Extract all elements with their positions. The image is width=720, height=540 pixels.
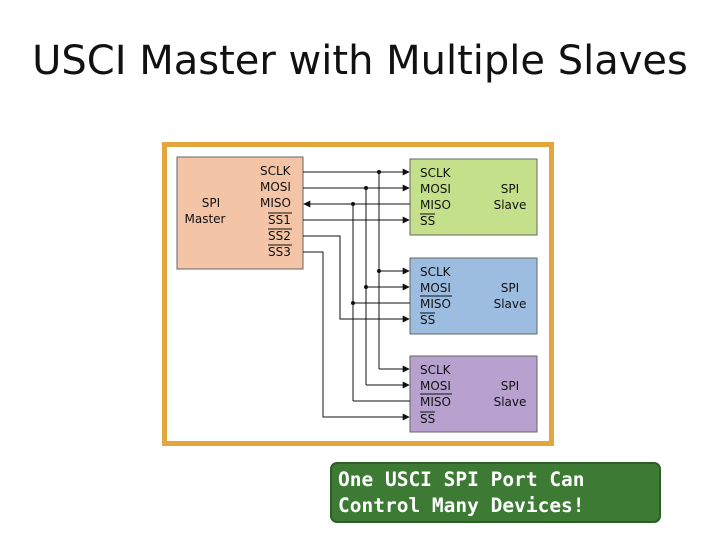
- slave-1-pin-sclk: SCLK: [420, 166, 452, 180]
- master-pin-ss1: SS1: [268, 213, 291, 227]
- master-pin-ss2: SS2: [268, 229, 291, 243]
- slave-3-pin-sclk: SCLK: [420, 363, 452, 377]
- slave-2-pin-sclk: SCLK: [420, 265, 452, 279]
- slave-3-title-line-2: Slave: [494, 395, 527, 409]
- callout-line-2: Control Many Devices!: [338, 494, 585, 517]
- slide-title: USCI Master with Multiple Slaves: [32, 38, 688, 84]
- master-pin-miso: MISO: [260, 196, 291, 210]
- slave-2-pin-ss: SS: [420, 313, 435, 327]
- ss3-wire: [303, 251, 410, 421]
- miso-junction: [351, 202, 355, 206]
- slave-1-title-line-2: Slave: [494, 198, 527, 212]
- master-title-line-2: Master: [185, 212, 226, 226]
- slave-2-pin-mosi: MOSI: [420, 281, 451, 295]
- mosi-junction-2: [364, 285, 368, 289]
- callout-box: One USCI SPI Port Can Control Many Devic…: [330, 462, 661, 523]
- slave-2-title-line-2: Slave: [494, 297, 527, 311]
- master-pin-ss3: SS3: [268, 245, 291, 259]
- slave-3-pin-miso: MISO: [420, 395, 451, 409]
- spi-diagram-frame: SPI Master SCLK MOSI MISO SS1 SS2 SS3 SC…: [162, 142, 554, 446]
- master-title-line-1: SPI: [202, 196, 220, 210]
- slave-1-pin-mosi: MOSI: [420, 182, 451, 196]
- ss2-wire: [303, 235, 410, 323]
- master-pin-sclk: SCLK: [260, 164, 292, 178]
- slave-3-pin-mosi: MOSI: [420, 379, 451, 393]
- slave-3-pin-ss: SS: [420, 412, 435, 426]
- slave-1-pin-ss: SS: [420, 214, 435, 228]
- callout-line-1: One USCI SPI Port Can: [338, 468, 585, 491]
- slave-1-block: [409, 158, 538, 236]
- spi-diagram: SPI Master SCLK MOSI MISO SS1 SS2 SS3 SC…: [176, 156, 538, 433]
- slave-1-title-line-1: SPI: [501, 182, 519, 196]
- slave-2-pin-miso: MISO: [420, 297, 451, 311]
- slave-2-title-line-1: SPI: [501, 281, 519, 295]
- slave-1-pin-miso: MISO: [420, 198, 451, 212]
- slave-3-title-line-1: SPI: [501, 379, 519, 393]
- master-pin-mosi: MOSI: [260, 180, 291, 194]
- miso-junction-2: [351, 301, 355, 305]
- sclk-junction-2: [377, 269, 381, 273]
- sclk-junction: [377, 170, 381, 174]
- mosi-junction: [364, 186, 368, 190]
